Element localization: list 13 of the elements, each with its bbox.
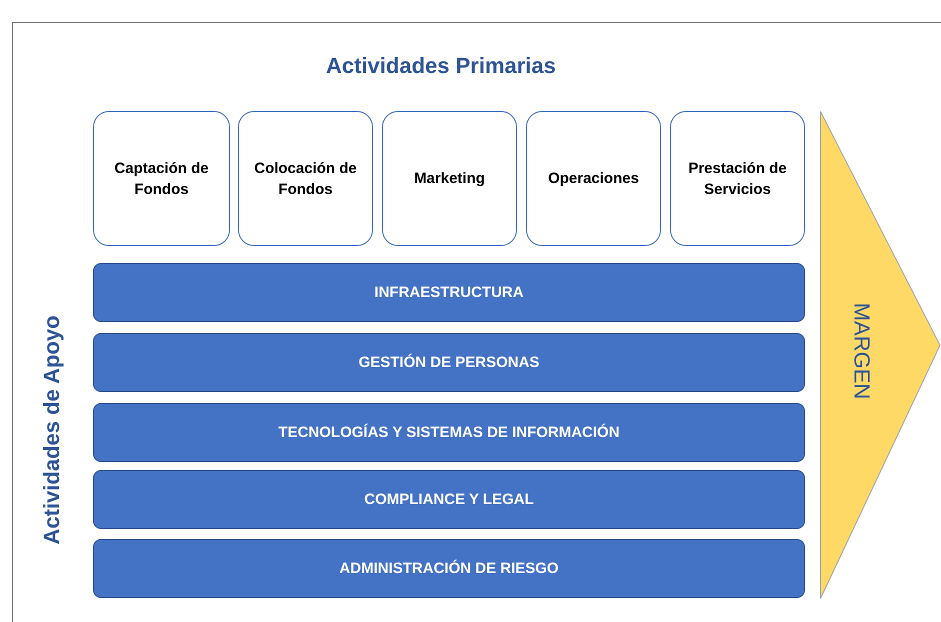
- support-bar: TECNOLOGÍAS Y SISTEMAS DE INFORMACIÓN: [93, 403, 805, 462]
- support-bar: INFRAESTRUCTURA: [93, 263, 805, 322]
- heading: Actividades Primarias: [326, 53, 556, 79]
- activity-box: Colocación de Fondos: [238, 111, 373, 246]
- activity-box: Prestación de Servicios: [670, 111, 805, 246]
- activity-box: Marketing: [382, 111, 517, 246]
- support-bar: GESTIÓN DE PERSONAS: [93, 333, 805, 392]
- activity-box: Captación de Fondos: [93, 111, 230, 246]
- activity-box: Operaciones: [526, 111, 661, 246]
- support-bar: ADMINISTRACIÓN DE RIESGO: [93, 539, 805, 598]
- vertical-heading: Actividades de Apoyo: [39, 316, 65, 544]
- arrow-label: MARGEN: [848, 302, 874, 400]
- support-bar: COMPLIANCE Y LEGAL: [93, 470, 805, 529]
